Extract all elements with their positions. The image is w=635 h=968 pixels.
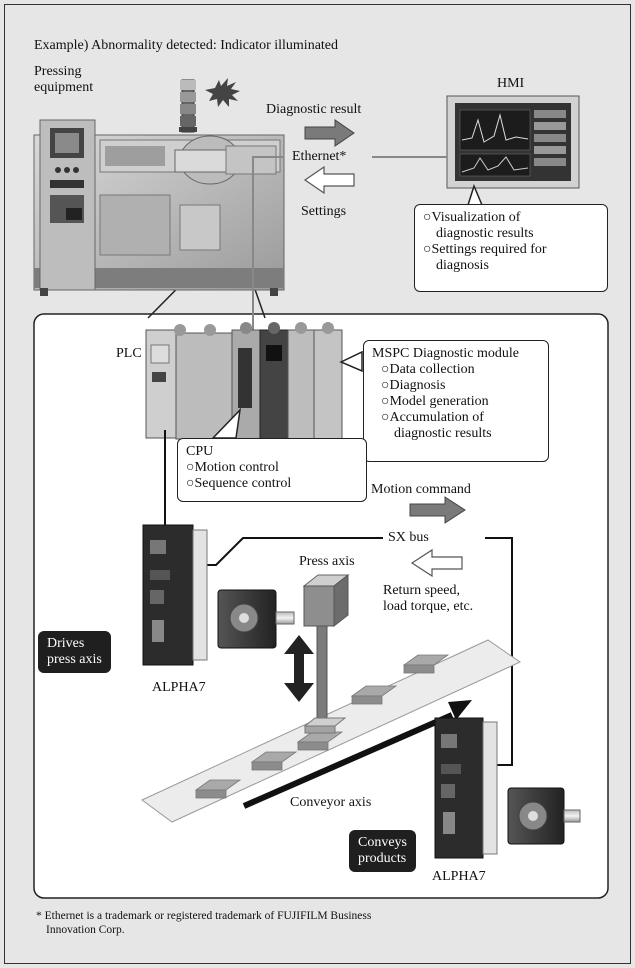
outer-frame bbox=[4, 4, 631, 964]
plc-label: PLC bbox=[116, 346, 142, 361]
equipment-label-line2: equipment bbox=[34, 80, 94, 95]
drives-badge-line1: Drives bbox=[47, 636, 85, 651]
hmi-callout-line1: ○Visualization of bbox=[423, 210, 521, 225]
equipment-label-line1: Pressing bbox=[34, 64, 82, 79]
mspc-callout-pointer bbox=[339, 350, 363, 373]
press-axis-unit bbox=[302, 573, 350, 734]
return-arrow bbox=[410, 548, 463, 578]
mspc-callout: MSPC Diagnostic module ○Data collection … bbox=[363, 340, 549, 462]
conveyor-axis-label: Conveyor axis bbox=[290, 795, 372, 810]
sx-bus-cable bbox=[164, 430, 383, 566]
mspc-item-3: ○Model generation bbox=[381, 394, 489, 409]
servo-amplifier-conveyor bbox=[434, 717, 498, 859]
conveyor-direction-line bbox=[242, 712, 454, 809]
press-up-down-arrow bbox=[284, 635, 314, 702]
servo-motor-press bbox=[217, 589, 295, 649]
footnote-line1: * Ethernet is a trademark or registered … bbox=[36, 910, 372, 922]
settings-arrow bbox=[303, 165, 355, 195]
mspc-item-1: ○Data collection bbox=[381, 362, 475, 377]
mspc-item-4: ○Accumulation of bbox=[381, 410, 484, 425]
diagnostic-result-label: Diagnostic result bbox=[266, 102, 362, 117]
plc-unit bbox=[145, 322, 343, 441]
settings-label: Settings bbox=[301, 204, 347, 219]
header-title: Example) Abnormality detected: Indicator… bbox=[34, 38, 339, 53]
motion-command-arrow bbox=[409, 496, 466, 524]
hmi-callout-line2: diagnostic results bbox=[436, 226, 534, 241]
sx-bus-label: SX bus bbox=[388, 530, 429, 545]
pressing-machine bbox=[33, 79, 285, 296]
servo-amplifier-press bbox=[142, 524, 208, 666]
conveys-badge-line1: Conveys bbox=[358, 835, 407, 850]
ethernet-line-left bbox=[252, 156, 283, 340]
hmi-callout-line3: ○Settings required for bbox=[423, 242, 547, 257]
conveyor-direction-arrowhead bbox=[448, 700, 472, 720]
ethernet-label: Ethernet* bbox=[292, 149, 347, 164]
press-axis-label: Press axis bbox=[299, 554, 355, 569]
return-line2: load torque, etc. bbox=[383, 599, 474, 614]
mspc-item-2: ○Diagnosis bbox=[381, 378, 446, 393]
servo-motor-conveyor bbox=[507, 787, 581, 845]
motion-command-label: Motion command bbox=[371, 482, 471, 497]
alarm-burst-icon bbox=[205, 78, 240, 107]
hmi-label: HMI bbox=[497, 76, 525, 91]
sx-bus-cable-right bbox=[485, 537, 513, 766]
mspc-item-5: diagnostic results bbox=[394, 426, 492, 441]
cpu-callout-title: CPU bbox=[186, 444, 214, 459]
drives-badge-line2: press axis bbox=[47, 652, 102, 667]
mspc-callout-title: MSPC Diagnostic module bbox=[372, 346, 520, 361]
cpu-callout: CPU ○Motion control ○Sequence control bbox=[177, 438, 367, 502]
hmi-device bbox=[446, 95, 580, 189]
hmi-callout-pointer bbox=[466, 183, 484, 206]
diagnostic-result-arrow bbox=[304, 119, 355, 147]
conveyor-products bbox=[194, 654, 450, 799]
hmi-callout: ○Visualization of diagnostic results ○Se… bbox=[414, 204, 608, 292]
footnote-line2: Innovation Corp. bbox=[46, 924, 125, 936]
cpu-item-2: ○Sequence control bbox=[186, 476, 292, 491]
return-line1: Return speed, bbox=[383, 583, 460, 598]
conveys-products-badge: Conveys products bbox=[349, 830, 416, 872]
drives-press-axis-badge: Drives press axis bbox=[38, 631, 111, 673]
alpha7-top-label: ALPHA7 bbox=[152, 680, 206, 695]
conveys-badge-line2: products bbox=[358, 851, 407, 866]
cpu-item-1: ○Motion control bbox=[186, 460, 279, 475]
hmi-callout-line4: diagnosis bbox=[436, 258, 489, 273]
alpha7-bottom-label: ALPHA7 bbox=[432, 869, 486, 884]
